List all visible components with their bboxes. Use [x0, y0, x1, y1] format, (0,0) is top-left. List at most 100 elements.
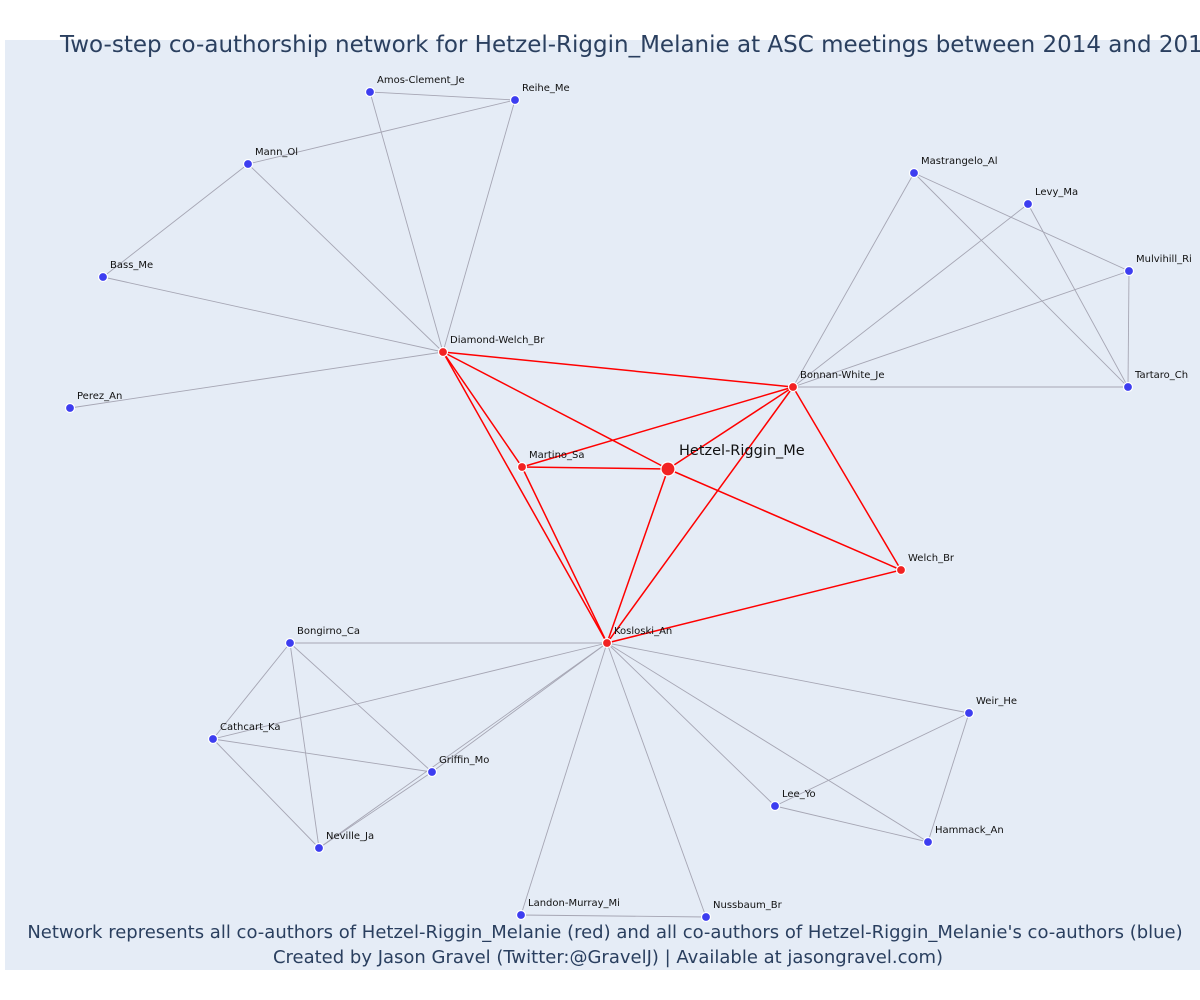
edge-martino-bonnan: [521, 386, 794, 468]
node-label-hetzel: Hetzel-Riggin_Me: [679, 443, 805, 459]
node-label-bongirno: Bongirno_Ca: [297, 626, 360, 637]
edge-kosloski-hammack: [606, 642, 929, 843]
edge-bonnan-kosloski: [606, 386, 794, 644]
edge-griffin-neville: [318, 771, 433, 849]
node-mulvihill[interactable]: [1123, 265, 1135, 277]
node-label-mastrangelo: Mastrangelo_Al: [921, 156, 997, 167]
node-nussbaum[interactable]: [700, 911, 712, 923]
edge-mann-reihe: [247, 99, 516, 165]
node-label-weir: Weir_He: [976, 696, 1017, 707]
node-cathcart[interactable]: [207, 733, 219, 745]
caption-line-2: Created by Jason Gravel (Twitter:@Gravel…: [273, 947, 943, 968]
node-label-levy: Levy_Ma: [1035, 187, 1078, 198]
edge-diamond-martino: [442, 351, 523, 468]
edge-diamond-bass: [102, 276, 444, 353]
edge-hetzel-martino: [521, 466, 669, 470]
node-label-reihe: Reihe_Me: [522, 83, 570, 94]
node-martino[interactable]: [516, 461, 528, 473]
edge-kosloski-nussbaum: [606, 642, 707, 918]
node-griffin[interactable]: [426, 766, 438, 778]
node-weir[interactable]: [963, 707, 975, 719]
edge-bonnan-mulvihill: [792, 270, 1130, 388]
edge-bongirno-griffin: [289, 642, 433, 773]
edge-hetzel-diamond: [442, 351, 669, 470]
edge-mastrangelo-tartaro: [913, 172, 1129, 388]
edge-hetzel-bonnan: [667, 386, 794, 470]
node-tartaro[interactable]: [1122, 381, 1134, 393]
node-perez[interactable]: [64, 402, 76, 414]
node-label-cathcart: Cathcart_Ka: [220, 722, 281, 733]
node-lee[interactable]: [769, 800, 781, 812]
edge-kosloski-griffin: [431, 642, 608, 773]
labels-layer: Hetzel-Riggin_Me Diamond-Welch_BrBonnan-W…: [77, 75, 1192, 911]
edge-hetzel-kosloski: [606, 468, 669, 644]
edges-layer: [69, 91, 1130, 918]
node-reihe[interactable]: [509, 94, 521, 106]
node-label-griffin: Griffin_Mo: [439, 755, 489, 766]
node-kosloski[interactable]: [601, 637, 613, 649]
node-amos[interactable]: [364, 86, 376, 98]
edge-levy-tartaro: [1027, 203, 1129, 388]
nodes-layer: [64, 86, 1135, 923]
edge-mann-bass: [102, 163, 249, 278]
edge-kosloski-landon: [520, 642, 608, 916]
node-label-nussbaum: Nussbaum_Br: [713, 900, 783, 911]
edge-lee-hammack: [774, 805, 929, 843]
edge-kosloski-weir: [606, 642, 970, 714]
node-label-mulvihill: Mulvihill_Ri: [1136, 254, 1192, 265]
edge-mulvihill-tartaro: [1127, 270, 1130, 388]
edge-bonnan-levy: [792, 203, 1029, 388]
edge-cathcart-griffin: [212, 738, 433, 773]
node-bonnan[interactable]: [787, 381, 799, 393]
node-neville[interactable]: [313, 842, 325, 854]
node-label-neville: Neville_Ja: [326, 831, 374, 842]
edge-bongirno-cathcart: [212, 642, 291, 740]
edge-hetzel-welch: [667, 468, 902, 571]
node-label-lee: Lee_Yo: [782, 789, 816, 800]
edge-kosloski-neville: [318, 642, 608, 849]
node-bass[interactable]: [97, 271, 109, 283]
edge-diamond-mann: [247, 163, 444, 353]
node-label-mann: Mann_Ol: [255, 147, 298, 158]
node-label-diamond: Diamond-Welch_Br: [450, 335, 545, 346]
node-label-welch: Welch_Br: [908, 553, 955, 564]
node-label-landon: Landon-Murray_Mi: [528, 898, 620, 909]
node-label-bass: Bass_Me: [110, 260, 153, 271]
node-hammack[interactable]: [922, 836, 934, 848]
edge-martino-kosloski: [521, 466, 608, 644]
edge-bonnan-welch: [792, 386, 902, 571]
edge-cathcart-neville: [212, 738, 320, 849]
edge-weir-hammack: [927, 712, 970, 843]
caption-line-1: Network represents all co-authors of Het…: [27, 922, 1182, 943]
edge-diamond-amos: [369, 91, 444, 353]
node-mann[interactable]: [242, 158, 254, 170]
node-levy[interactable]: [1022, 198, 1034, 210]
node-label-amos: Amos-Clement_Je: [377, 75, 465, 86]
edge-landon-nussbaum: [520, 914, 707, 918]
node-mastrangelo[interactable]: [908, 167, 920, 179]
edge-bongirno-neville: [289, 642, 320, 849]
node-label-bonnan: Bonnan-White_Je: [800, 370, 885, 381]
edge-kosloski-cathcart: [212, 642, 608, 740]
node-label-martino: Martino_Sa: [529, 450, 585, 461]
node-landon[interactable]: [515, 909, 527, 921]
node-label-hammack: Hammack_An: [935, 825, 1004, 836]
edge-mastrangelo-mulvihill: [913, 172, 1130, 272]
node-label-kosloski: Kosloski_An: [614, 626, 672, 637]
edge-kosloski-lee: [606, 642, 776, 807]
edge-diamond-kosloski: [442, 351, 608, 644]
plot-background: [5, 40, 1200, 970]
edge-bonnan-mastrangelo: [792, 172, 915, 388]
node-welch[interactable]: [895, 564, 907, 576]
node-label-tartaro: Tartaro_Ch: [1134, 370, 1188, 381]
node-hetzel[interactable]: [660, 461, 676, 477]
node-bongirno[interactable]: [284, 637, 296, 649]
edge-diamond-bonnan: [442, 351, 794, 388]
edge-diamond-reihe: [442, 99, 516, 353]
node-label-perez: Perez_An: [77, 391, 122, 402]
edge-weir-lee: [774, 712, 970, 807]
edge-welch-kosloski: [606, 569, 902, 644]
edge-amos-reihe: [369, 91, 516, 101]
node-diamond[interactable]: [437, 346, 449, 358]
